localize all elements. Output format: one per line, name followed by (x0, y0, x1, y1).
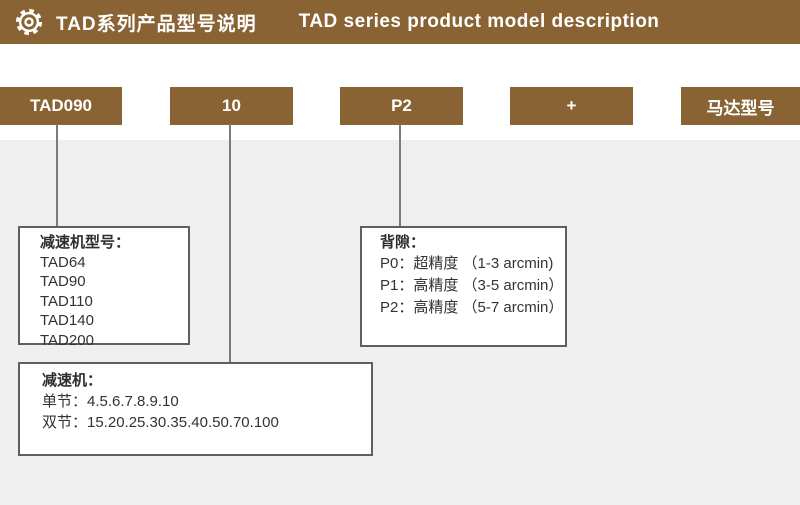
page-title-en: TAD series product model description (298, 11, 660, 32)
callout-line: TAD200 (40, 331, 94, 349)
model-segment-ratio: 10 (170, 87, 293, 125)
model-segment-backlash: P2 (340, 87, 463, 125)
connector-line-ratio (229, 124, 231, 362)
connector-line-series (56, 124, 58, 226)
callout-line: P0：超精度 （1-3 arcmin) (380, 255, 554, 272)
callout-backlash: 背隙： P0：超精度 （1-3 arcmin) P1：高精度 （3-5 arcm… (360, 226, 567, 347)
connector-line-backlash (399, 124, 401, 226)
callout-line: TAD110 (40, 292, 93, 310)
page-title-zh: TAD系列产品型号说明 (56, 13, 257, 35)
model-segment-series: TAD090 (0, 87, 122, 125)
gear-icon (15, 8, 43, 36)
callout-line: P2：高精度 （5-7 arcmin） (380, 299, 564, 316)
callout-title: 背隙： (380, 234, 426, 251)
header-bar: TAD系列产品型号说明 TAD series product model des… (0, 0, 800, 44)
callout-line: TAD90 (40, 273, 86, 291)
callout-line: P1：高精度 （3-5 arcmin） (380, 277, 564, 294)
model-segment-motor: 马达型号 (681, 87, 800, 125)
callout-line: TAD64 (40, 254, 86, 271)
callout-title: 减速机： (42, 372, 103, 389)
callout-line: 单节：4.5.6.7.8.9.10 (42, 393, 179, 410)
callout-title: 减速机型号： (40, 234, 131, 251)
callout-line: TAD140 (40, 312, 94, 330)
callout-gearbox-model: 减速机型号： TAD64 TAD90 TAD110 TAD140 TAD200 (18, 226, 190, 349)
callout-reducer-ratio: 减速机： 单节：4.5.6.7.8.9.10 双节：15.20.25.30.35… (18, 362, 373, 456)
callout-line: 双节：15.20.25.30.35.40.50.70.100 (42, 414, 279, 431)
model-segment-plus: + (510, 87, 633, 125)
